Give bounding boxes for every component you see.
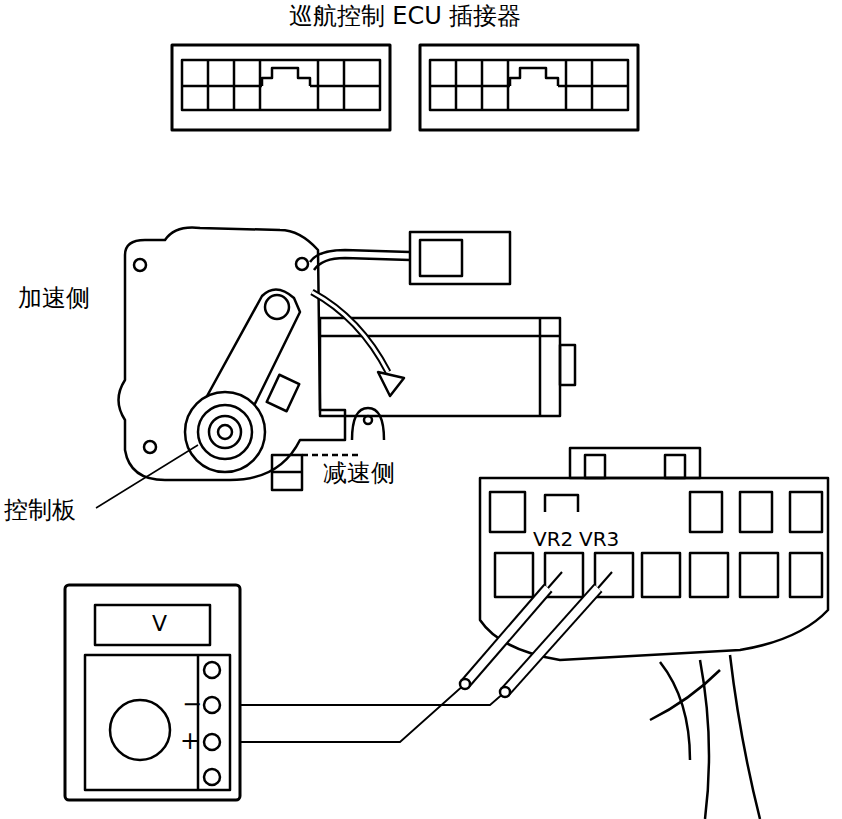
actuator-part — [320, 335, 560, 338]
actuator-part — [539, 318, 542, 416]
multimeter-part — [204, 734, 220, 750]
actuator-part — [296, 258, 308, 270]
actuator-part — [320, 318, 560, 416]
test-probes-part — [505, 588, 598, 692]
actuator-part — [314, 258, 410, 270]
actuator-part — [352, 408, 384, 440]
test-probes-part — [218, 692, 505, 705]
multimeter-part — [95, 605, 210, 645]
ecu-connector-part — [510, 68, 558, 86]
harness-connector-part — [740, 492, 772, 532]
actuator-part — [119, 228, 346, 481]
test-probes-part — [500, 687, 510, 697]
test-probes-part — [465, 588, 548, 684]
ecu-connector — [172, 45, 390, 130]
test-probes-part — [598, 572, 612, 588]
harness-connector-part — [690, 553, 728, 597]
ecu-connector-part — [262, 68, 310, 86]
part-label: 减速侧 — [322, 461, 396, 485]
multimeter-part — [65, 585, 240, 800]
ecu-connector-part — [420, 45, 638, 130]
harness-connector-part — [790, 553, 822, 597]
harness-connector-part — [650, 670, 720, 720]
ecu-connector-part — [317, 60, 320, 110]
ecu-connector-part — [182, 85, 262, 88]
actuator-part — [134, 259, 146, 271]
harness-connector-part — [665, 455, 685, 478]
test-probes-part — [505, 588, 598, 692]
terminal-sign: − — [182, 692, 202, 716]
harness-connector-part — [490, 492, 525, 532]
actuator-part — [185, 392, 265, 472]
actuator-part — [410, 232, 510, 284]
harness-connector-part — [595, 553, 633, 597]
actuator-part — [302, 454, 360, 457]
actuator-part — [378, 372, 404, 396]
harness-connector-part — [730, 655, 760, 819]
harness-connector-part — [690, 492, 722, 532]
test-probes-part — [548, 572, 562, 588]
actuator-part — [265, 295, 289, 319]
ecu-connector-part — [565, 60, 568, 110]
terminal-sign: + — [180, 729, 200, 753]
harness-connector-part — [480, 478, 828, 660]
actuator-part — [364, 416, 372, 424]
actuator-part — [209, 416, 241, 448]
ecu-connector-part — [481, 60, 484, 110]
actuator-part — [312, 292, 388, 372]
multimeter-part — [197, 655, 200, 790]
ecu-connector-part — [343, 60, 346, 110]
illustration-part — [65, 45, 828, 819]
actuator-part — [96, 445, 198, 508]
part-label: 加速侧 — [18, 286, 90, 310]
harness-connector — [480, 448, 828, 819]
multimeter — [65, 585, 240, 800]
multimeter-part — [204, 697, 220, 713]
test-probes — [218, 572, 612, 742]
multimeter-part — [204, 769, 220, 785]
actuator-part — [218, 425, 232, 439]
harness-connector-part — [740, 553, 778, 597]
ecu-connector-part — [591, 60, 594, 110]
actuator-part — [267, 375, 300, 411]
actuator-part — [560, 345, 575, 385]
diagram-title: 巡航控制 ECU 插接器 — [289, 4, 522, 28]
harness-connector-part — [545, 495, 578, 512]
actuator-part — [198, 405, 252, 459]
actuator-part — [420, 240, 462, 276]
test-probes-part — [460, 679, 470, 689]
meter-display: V — [152, 613, 167, 635]
actuator-part — [272, 455, 302, 490]
pin-name: VR3 — [578, 529, 620, 549]
multimeter-part — [110, 700, 170, 760]
harness-connector-part — [585, 455, 605, 478]
ecu-connector-part — [430, 85, 510, 88]
ecu-connector-part — [182, 60, 380, 110]
multimeter-part — [85, 655, 230, 790]
harness-connector-part — [570, 448, 700, 478]
harness-connector-part — [495, 553, 533, 597]
ecu-connector-part — [207, 60, 210, 110]
pin-name: VR2 — [532, 529, 574, 549]
actuator — [96, 228, 575, 509]
harness-connector-part — [790, 492, 822, 532]
actuator-part — [312, 292, 388, 372]
part-label: 控制板 — [4, 498, 76, 522]
ecu-connector — [420, 45, 638, 130]
actuator-part — [272, 471, 302, 474]
ecu-connector-part — [430, 60, 628, 110]
harness-connector-part — [642, 553, 680, 597]
multimeter-part — [204, 662, 220, 678]
test-probes-part — [465, 588, 548, 684]
test-probes-part — [218, 684, 465, 742]
actuator-part — [144, 441, 156, 453]
ecu-connector-part — [455, 60, 458, 110]
ecu-connector-part — [172, 45, 390, 130]
ecu-connector-part — [233, 60, 236, 110]
